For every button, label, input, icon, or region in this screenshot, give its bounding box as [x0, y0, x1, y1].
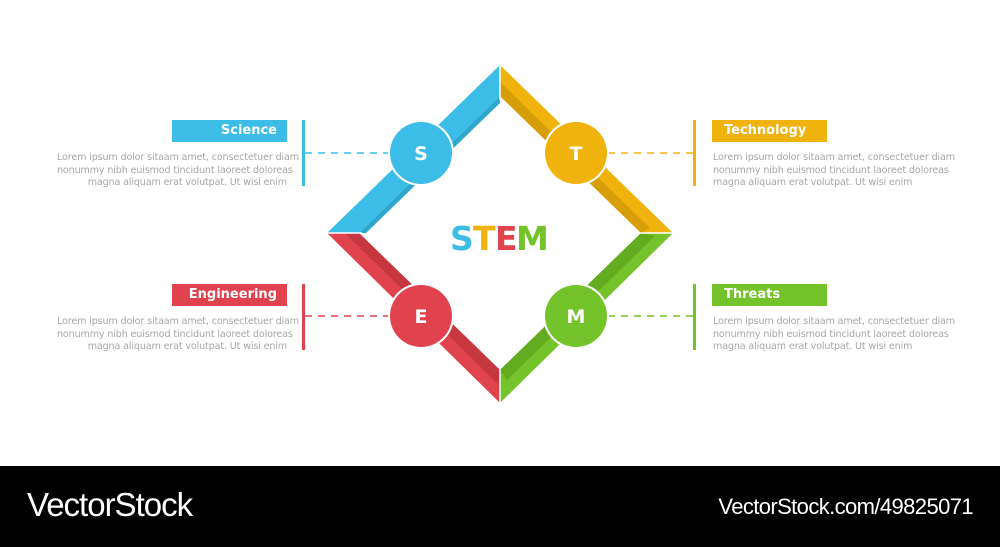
- engineering-circle: E: [388, 283, 454, 349]
- vectorstock-logo: VectorStock: [27, 486, 193, 523]
- stem-diamond-diagram: S T E M S T E M: [302, 64, 696, 405]
- svg-text:E: E: [495, 219, 518, 258]
- svg-text:S: S: [450, 219, 474, 258]
- technology-label: Technology: [712, 120, 827, 142]
- threats-vertical-bar: [693, 284, 696, 350]
- threats-description: Lorem ipsum dolor sitaam amet, consectet…: [713, 316, 955, 352]
- engineering-label: Engineering: [172, 284, 287, 306]
- svg-text:S: S: [414, 143, 428, 165]
- technology-description: Lorem ipsum dolor sitaam amet, consectet…: [713, 152, 955, 188]
- threats-label: Threats: [712, 284, 827, 306]
- engineering-vertical-bar: [302, 284, 305, 350]
- engineering-description: Lorem ipsum dolor sitaam amet, consectet…: [57, 316, 299, 352]
- svg-text:T: T: [473, 219, 496, 258]
- technology-circle: T: [543, 120, 609, 186]
- image-url: VectorStock.com/49825071: [718, 494, 973, 519]
- infographic-canvas: S T E M S T E M Science Lorem ipsum dolo…: [57, 64, 956, 405]
- science-vertical-bar: [302, 120, 305, 186]
- svg-text:M: M: [516, 219, 549, 258]
- science-description: Lorem ipsum dolor sitaam amet, consectet…: [57, 152, 299, 188]
- svg-text:T: T: [570, 143, 583, 165]
- svg-text:M: M: [567, 306, 586, 328]
- watermark-footer: VectorStock VectorStock.com/49825071: [0, 466, 1000, 547]
- threats-circle: M: [543, 283, 609, 349]
- stem-title: S T E M: [450, 219, 549, 258]
- science-circle: S: [388, 120, 454, 186]
- technology-vertical-bar: [693, 120, 696, 186]
- svg-text:E: E: [415, 306, 428, 328]
- science-label: Science: [172, 120, 287, 142]
